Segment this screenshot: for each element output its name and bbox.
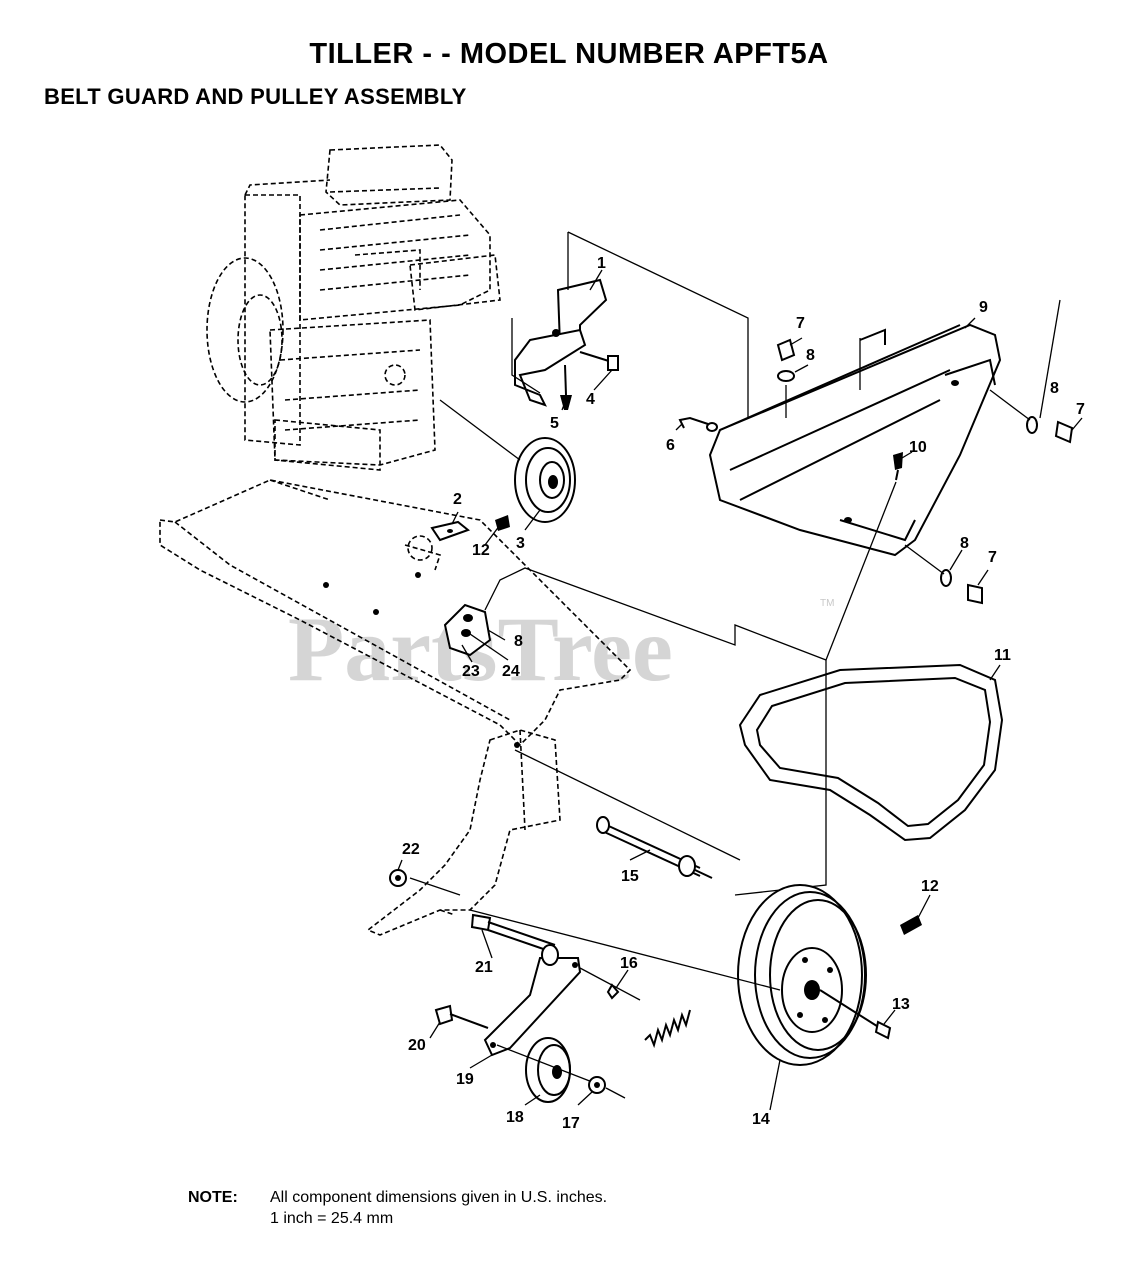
shield-clip xyxy=(430,520,471,542)
note-body: All component dimensions given in U.S. i… xyxy=(270,1187,607,1229)
housing-nut xyxy=(389,869,461,896)
callout-23: 23 xyxy=(462,663,480,680)
callout-4: 4 xyxy=(586,391,595,408)
transmission-housing xyxy=(366,729,741,936)
assembly-subtitle: BELT GUARD AND PULLEY ASSEMBLY xyxy=(44,84,467,109)
belt-guard-bracket xyxy=(511,231,749,418)
washer-nut-right xyxy=(989,389,1074,444)
callout-8-right: 8 xyxy=(1050,380,1059,397)
note-line-1: All component dimensions given in U.S. i… xyxy=(270,1189,608,1206)
callout-15: 15 xyxy=(621,868,639,885)
callout-13: 13 xyxy=(892,996,910,1013)
cotter-pin xyxy=(606,983,620,1000)
callout-11: 11 xyxy=(994,647,1011,664)
callout-leaders xyxy=(397,269,1083,1111)
diagram-title: TILLER - - MODEL NUMBER APFT5A xyxy=(309,38,829,70)
callout-21: 21 xyxy=(475,959,493,976)
dimensions-note: NOTE: All component dimensions given in … xyxy=(188,1187,607,1229)
idler-bolt xyxy=(434,1004,489,1029)
callout-7-right: 7 xyxy=(1076,401,1085,418)
callout-8-upper: 8 xyxy=(806,347,815,364)
watermark-trademark: TM xyxy=(820,598,834,609)
callout-9: 9 xyxy=(979,299,988,316)
callout-3: 3 xyxy=(516,535,525,552)
callout-24: 24 xyxy=(502,663,520,680)
idler-spring xyxy=(644,1009,691,1049)
engine-pulley xyxy=(439,399,576,523)
engine-outline xyxy=(206,144,501,471)
pulley-set-screw-lower xyxy=(900,915,922,935)
pivot-bolt xyxy=(470,913,556,954)
drive-shaft xyxy=(596,816,713,879)
callout-5: 5 xyxy=(550,415,559,432)
callout-7-lower: 7 xyxy=(988,549,997,566)
callout-14: 14 xyxy=(752,1111,770,1128)
tine-shaft-pulley xyxy=(737,884,892,1066)
idler-pulley xyxy=(496,1037,601,1103)
belt-guard xyxy=(708,323,1002,557)
callout-7-upper: 7 xyxy=(796,315,805,332)
tine-shield xyxy=(159,479,632,747)
washer-nut-lower xyxy=(904,544,983,605)
note-label: NOTE: xyxy=(188,1189,238,1206)
callout-10: 10 xyxy=(909,439,927,456)
callout-8-lower: 8 xyxy=(960,535,969,552)
callout-16: 16 xyxy=(620,955,638,972)
callout-17: 17 xyxy=(562,1115,580,1132)
drive-belt xyxy=(734,660,1004,896)
callout-12-upper: 12 xyxy=(472,542,490,559)
idler-arm xyxy=(483,944,641,1057)
callout-18: 18 xyxy=(506,1109,524,1126)
callout-6: 6 xyxy=(666,437,675,454)
bearing-plate xyxy=(443,567,827,661)
callout-19: 19 xyxy=(456,1071,474,1088)
callout-8-plate: 8 xyxy=(514,633,523,650)
callout-1: 1 xyxy=(597,255,606,272)
pulley-guide-line xyxy=(469,909,781,991)
note-line-2: 1 inch = 25.4 mm xyxy=(270,1210,394,1227)
callout-22: 22 xyxy=(402,841,420,858)
idler-nut xyxy=(588,1076,626,1099)
callout-2: 2 xyxy=(453,491,462,508)
guard-screw xyxy=(825,452,903,661)
callout-12-lower: 12 xyxy=(921,878,939,895)
callout-20: 20 xyxy=(408,1037,426,1054)
hook-bolt xyxy=(678,416,718,432)
